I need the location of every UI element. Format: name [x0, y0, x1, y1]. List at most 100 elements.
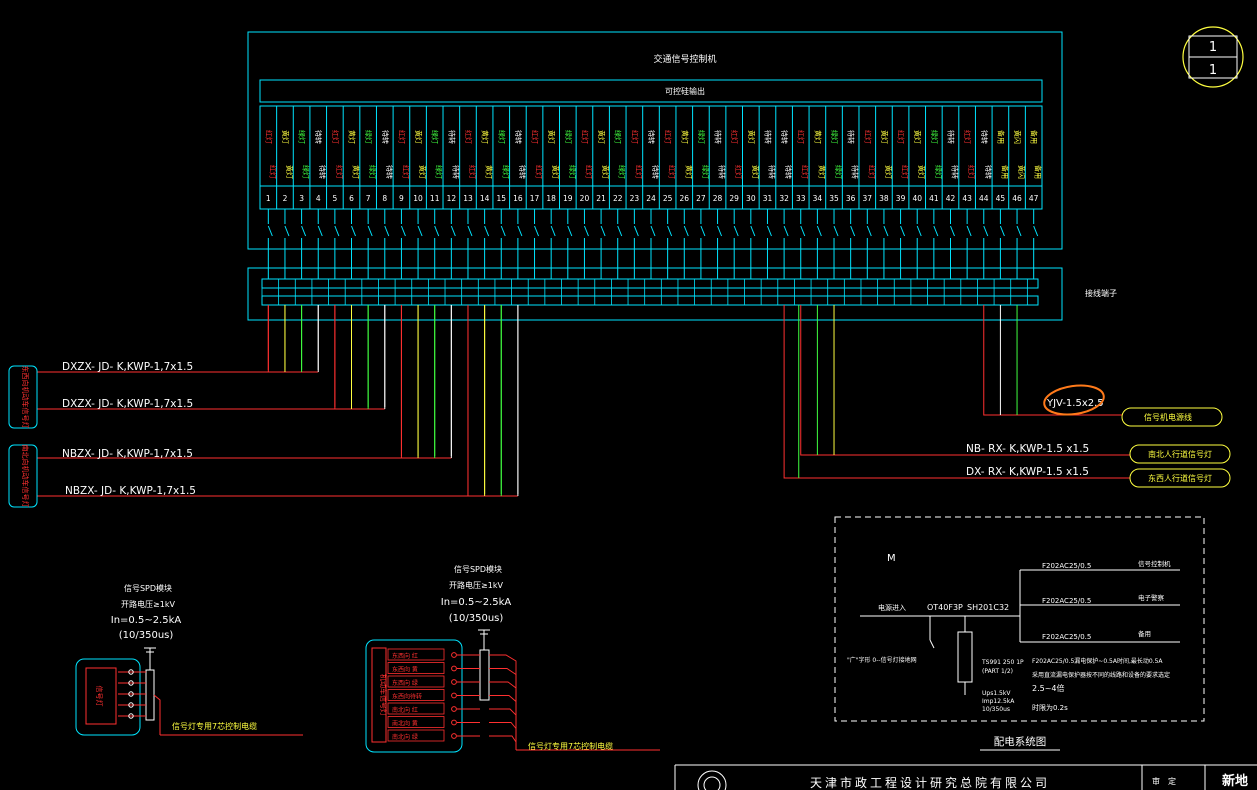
channel-label: 黄灯	[348, 130, 357, 144]
svg-text:F202AC25/0.5: F202AC25/0.5	[1042, 562, 1091, 570]
sheet-number-circle	[1182, 26, 1244, 88]
channel-label: 黄灯	[414, 130, 423, 144]
channel-sublabel: 待转	[784, 165, 793, 179]
channel-sublabel: 绿灯	[701, 165, 710, 179]
channel-number: 46	[1012, 194, 1022, 203]
svg-text:电子警察: 电子警察	[1138, 593, 1165, 602]
channel-number: 13	[463, 194, 473, 203]
channel-label: 待转	[381, 130, 390, 144]
spd-large-row-label: 南北向 黄	[392, 720, 418, 728]
channel-sublabel: 黄灯	[551, 165, 560, 179]
channel-sublabel: 待转	[851, 165, 860, 179]
channel-sublabel: 待转	[950, 165, 959, 179]
channel-sublabel: 黄灯	[418, 165, 427, 179]
channel-label: 黄灯	[913, 130, 922, 144]
channel-label: 待转	[763, 130, 772, 144]
channel-label: 待转	[514, 130, 523, 144]
svg-text:OT40F3P: OT40F3P	[927, 603, 963, 612]
channel-number: 47	[1029, 194, 1039, 203]
channel-sublabel: 黄灯	[352, 165, 361, 179]
channel-label: 黄灯	[880, 130, 889, 144]
channel-number: 2	[283, 194, 288, 203]
channel-label: 绿灯	[364, 130, 373, 144]
channel-sublabel: 黄灯	[817, 165, 826, 179]
channel-label: 备用	[1030, 130, 1039, 144]
power-system: M 电源进入 OT40F3P SH201C32 TS991 250 1P (PA…	[834, 516, 1205, 751]
channel-label: 红灯	[464, 130, 473, 144]
channel-number: 45	[996, 194, 1006, 203]
svg-text:电源进入: 电源进入	[878, 603, 906, 612]
channel-sublabel: 红灯	[535, 165, 544, 179]
channel-sublabel: 黄灯	[601, 165, 610, 179]
channel-sublabel: 红灯	[967, 165, 976, 179]
channel-label: 待转	[314, 130, 323, 144]
channel-number: 5	[332, 194, 337, 203]
pill-power-label: 信号机电源线	[1144, 412, 1192, 422]
channel-number: 20	[580, 194, 590, 203]
channel-sublabel: 黄灯	[684, 165, 693, 179]
channel-sublabel: 待转	[718, 165, 727, 179]
left-box-north-south	[8, 444, 38, 508]
channel-sublabel: 绿灯	[368, 165, 377, 179]
svg-text:天津市政工程设计研究总院有限公司: 天津市政工程设计研究总院有限公司	[810, 775, 1050, 790]
channel-number: 21	[596, 194, 606, 203]
channel-label: 黄灯	[680, 130, 689, 144]
channel-label: 红灯	[397, 130, 406, 144]
channel-label: 待转	[647, 130, 656, 144]
channel-number: 1	[266, 194, 271, 203]
channel-label: 待转	[714, 130, 723, 144]
channel-number: 25	[663, 194, 673, 203]
channel-number: 35	[829, 194, 839, 203]
svg-text:开路电压≥1kV: 开路电压≥1kV	[449, 580, 503, 590]
svg-text:时限为0.2s: 时限为0.2s	[1032, 703, 1068, 712]
channel-sublabel: 黄闪	[1017, 165, 1026, 179]
channel-number: 19	[563, 194, 573, 203]
channel-sublabel: 黄灯	[751, 165, 760, 179]
channel-number: 17	[530, 194, 540, 203]
channel-sublabel: 红灯	[734, 165, 743, 179]
channel-number: 16	[513, 194, 523, 203]
channel-number: 36	[846, 194, 856, 203]
cable-label-left-1: DXZX- JD- K,KWP-1,7x1.5	[62, 361, 193, 373]
channel-label: 黄灯	[597, 130, 606, 144]
channel-sublabel: 黄灯	[884, 165, 893, 179]
channel-label: 待转	[980, 130, 989, 144]
channel-label: 红灯	[580, 130, 589, 144]
left-box-east-west	[8, 365, 38, 429]
channel-sublabel: 红灯	[468, 165, 477, 179]
channel-sublabel: 红灯	[901, 165, 910, 179]
channel-label: 黄灯	[747, 130, 756, 144]
channel-sublabel: 绿灯	[302, 165, 311, 179]
channel-label: 绿灯	[298, 130, 307, 144]
channel-number: 6	[349, 194, 354, 203]
svg-text:开路电压≥1kV: 开路电压≥1kV	[121, 599, 175, 609]
channel-label: 待转	[780, 130, 789, 144]
channel-sublabel: 红灯	[867, 165, 876, 179]
pill-nb-label: 南北人行道信号灯	[1148, 449, 1212, 459]
controller-title: 交通信号控制机	[653, 53, 716, 65]
channel-number: 39	[896, 194, 906, 203]
channel-sublabel: 黄灯	[485, 165, 494, 179]
svg-text:F202AC25/0.5: F202AC25/0.5	[1042, 597, 1091, 605]
sheet-number-bottom: 1	[1209, 63, 1217, 78]
channel-sublabel: 黄灯	[917, 165, 926, 179]
channel-label: 绿灯	[614, 130, 623, 144]
channel-number: 27	[696, 194, 706, 203]
channel-label: 红灯	[264, 130, 273, 144]
channel-label: 黄灯	[481, 130, 490, 144]
channel-sublabel: 绿灯	[834, 165, 843, 179]
svg-text:"广"字形 0--信号灯接地网: "广"字形 0--信号灯接地网	[847, 656, 917, 664]
svg-text:信号灯专用7芯控制电缆: 信号灯专用7芯控制电缆	[528, 741, 613, 751]
wire	[983, 305, 1122, 416]
channel-label: 红灯	[331, 130, 340, 144]
svg-text:In=0.5~2.5kA: In=0.5~2.5kA	[111, 615, 182, 626]
spd-small-rows	[118, 669, 161, 735]
spd-large-row-label: 东西向 黄	[392, 666, 418, 674]
channel-label: 黄灯	[547, 130, 556, 144]
channel-number: 3	[299, 194, 304, 203]
channel-number: 9	[399, 194, 404, 203]
svg-text:10/350us: 10/350us	[982, 706, 1010, 713]
svg-text:信号灯: 信号灯	[95, 686, 104, 707]
channel-number: 32	[779, 194, 789, 203]
